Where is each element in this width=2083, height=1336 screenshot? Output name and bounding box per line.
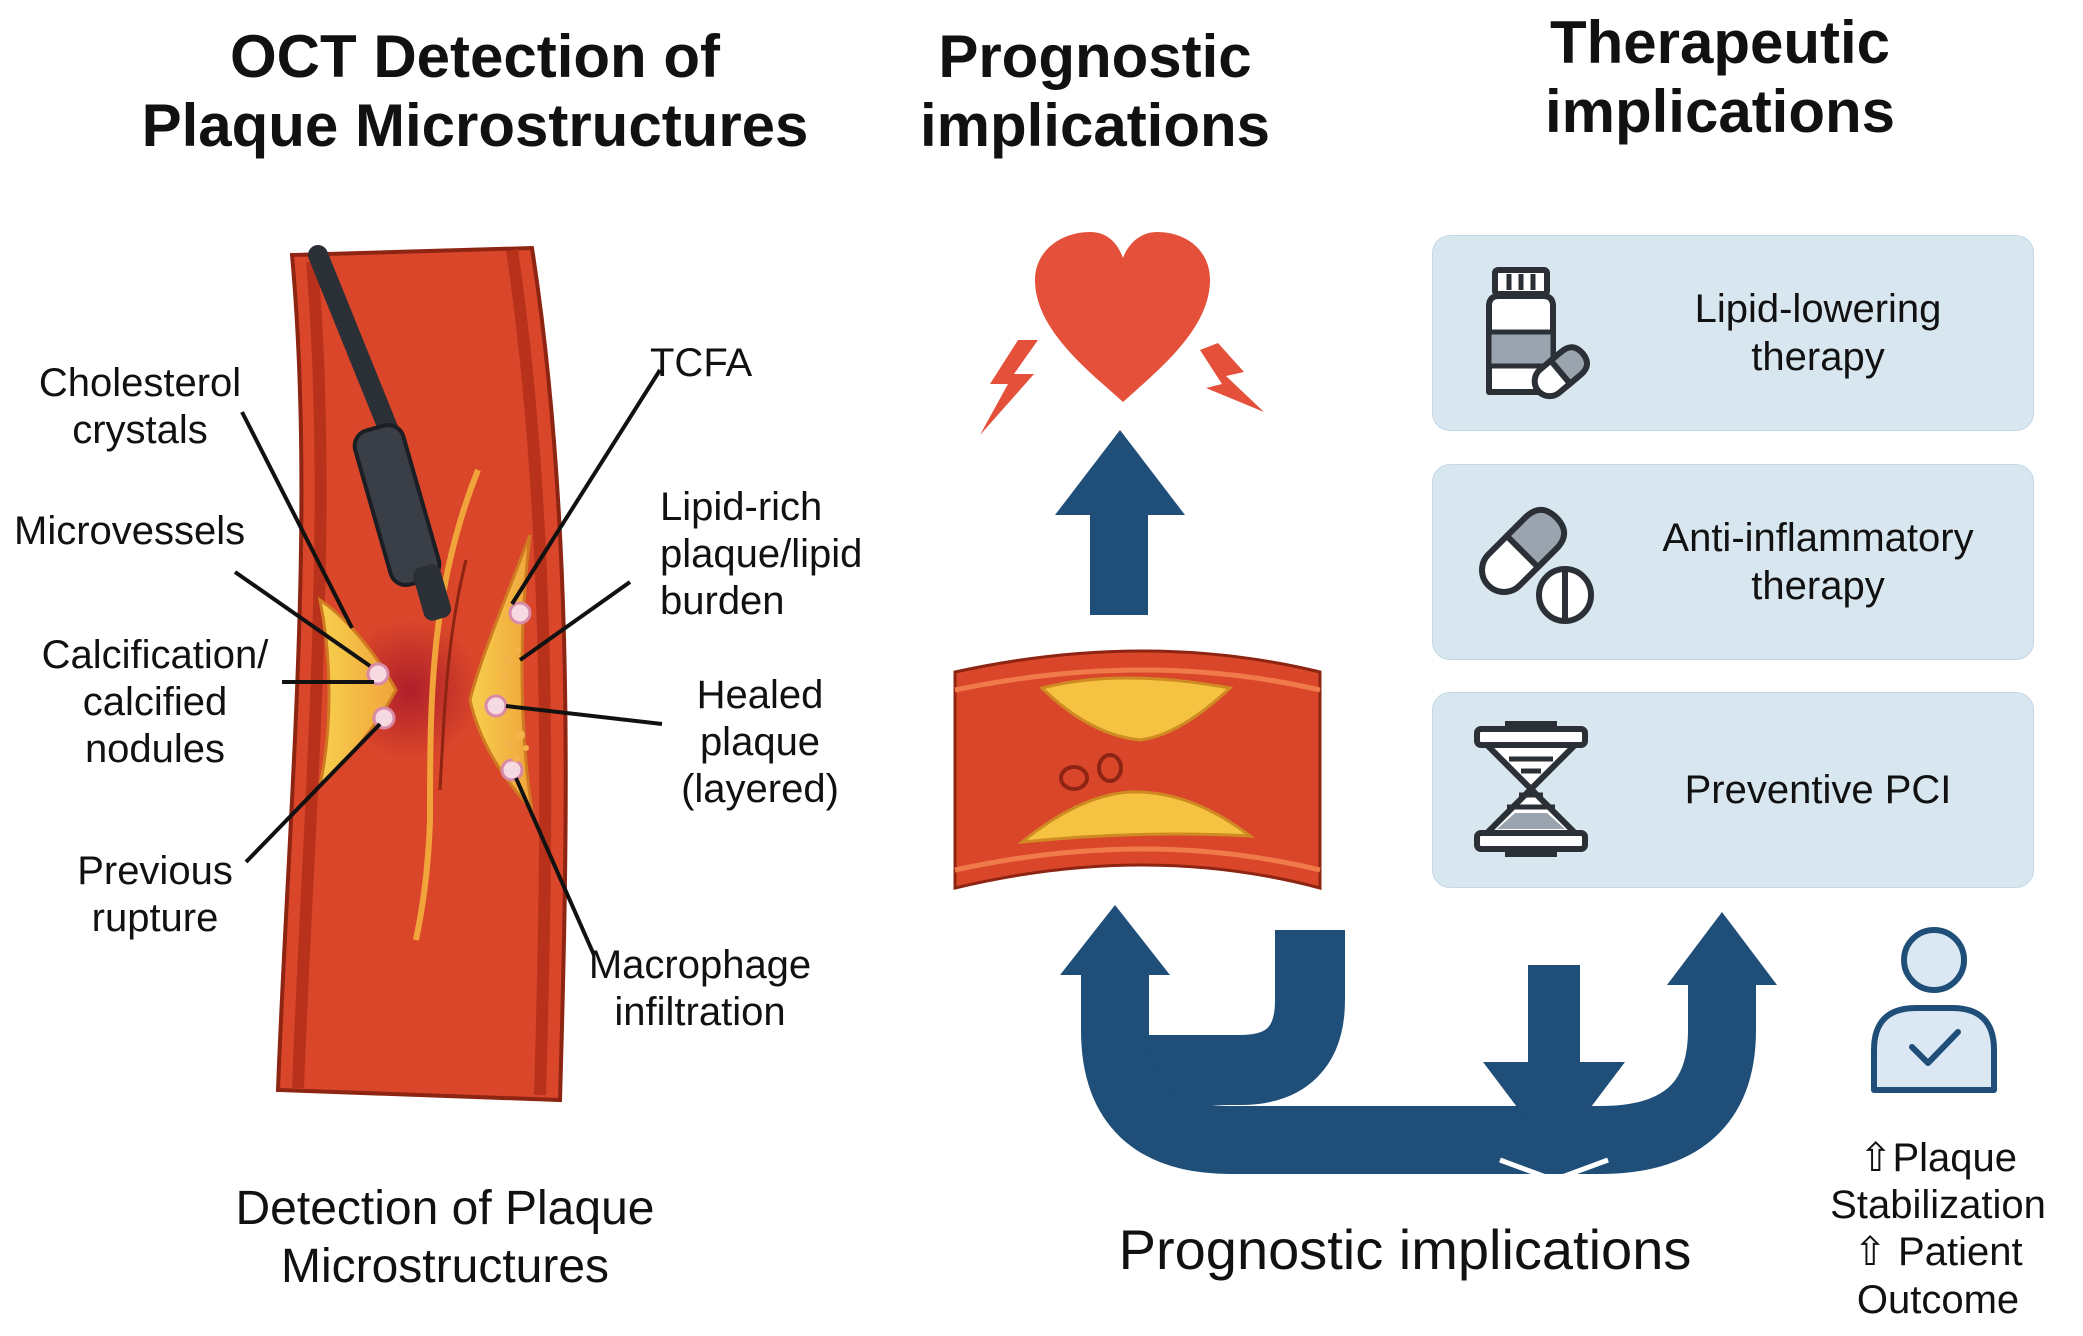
label-calcification: Calcification/ calcified nodules xyxy=(20,632,290,774)
therapy-label: Preventive PCI xyxy=(1623,693,2013,887)
artery-segment xyxy=(953,649,1322,890)
caption-line: Detection of Plaque xyxy=(235,1182,655,1235)
up-arrow-icon xyxy=(1055,430,1185,615)
caption-line: Microstructures xyxy=(280,1239,610,1293)
caption-prognostic: Prognostic implications xyxy=(1118,1218,1692,1281)
header-line: Prognostic xyxy=(938,23,1252,90)
header-line: implications xyxy=(1544,78,1896,145)
therapy-label-line: therapy xyxy=(1751,564,1885,608)
label-previous-rupture: Previous rupture xyxy=(60,848,250,942)
oct-catheter xyxy=(308,245,402,448)
header-therapeutic: Therapeutic implications xyxy=(1450,8,1990,146)
outcome-line: Stabilization xyxy=(1830,1183,2046,1228)
label-line: Previous xyxy=(77,849,233,893)
artery-illustration xyxy=(233,245,663,1103)
label-cholesterol-crystals: Cholesterol crystals xyxy=(20,360,260,454)
caption-detection: Detection of Plaque Microstructures xyxy=(150,1180,740,1295)
lipid-speckles xyxy=(501,647,529,762)
pills-icon xyxy=(1479,506,1594,624)
header-line: Therapeutic xyxy=(1549,9,1891,76)
microvessel-dot xyxy=(366,662,390,686)
label-line: plaque/lipid xyxy=(660,532,863,577)
therapy-card-preventive-pci[interactable]: Preventive PCI xyxy=(1432,692,2034,888)
heart-icon xyxy=(1035,232,1210,402)
calcification-dot xyxy=(372,706,396,730)
label-healed-plaque: Healed plaque (layered) xyxy=(660,672,860,814)
patient-check-icon xyxy=(1871,927,1997,1093)
outcome-line: ⇧Plaque xyxy=(1858,1136,2018,1180)
therapy-label: Anti-inflammatory therapy xyxy=(1623,465,2013,659)
label-line: Calcification/ xyxy=(41,633,269,677)
header-line: Plaque Microstructures xyxy=(141,92,809,159)
header-prognostic: Prognostic implications xyxy=(880,22,1310,160)
label-macrophage: Macrophage infiltration xyxy=(580,942,820,1036)
spark-right-icon xyxy=(1200,343,1264,412)
u-arrow-icon xyxy=(1060,905,1777,1174)
outcome-line: ⇧ Patient xyxy=(1853,1230,2023,1275)
label-line: infiltration xyxy=(614,990,786,1035)
leader-lines xyxy=(233,368,663,956)
label-line: nodules xyxy=(84,727,226,772)
label-line: Macrophage xyxy=(588,943,812,987)
therapy-label-line: Anti-inflammatory xyxy=(1662,516,1974,560)
header-oct-detection: OCT Detection of Plaque Microstructures xyxy=(100,22,850,160)
label-line: rupture xyxy=(91,896,219,941)
label-tcfa: TCFA xyxy=(650,340,752,387)
label-line: Cholesterol xyxy=(38,361,242,405)
macrophage-dot xyxy=(500,758,524,782)
label-line: burden xyxy=(660,579,785,624)
spark-left-icon xyxy=(980,340,1038,435)
therapy-label: Lipid-lowering therapy xyxy=(1623,236,2013,430)
medicine-bottle-icon xyxy=(1486,267,1590,400)
label-lipid-rich: Lipid-rich plaque/lipid burden xyxy=(660,484,862,626)
therapy-label-line: Preventive PCI xyxy=(1684,768,1952,812)
tcfa-dot xyxy=(508,601,532,625)
label-line: (layered) xyxy=(681,767,839,812)
outcome-line: Outcome xyxy=(1856,1277,2020,1322)
label-line: TCFA xyxy=(650,341,753,385)
label-line: Microvessels xyxy=(14,509,246,553)
label-line: Healed xyxy=(696,673,824,717)
label-line: crystals xyxy=(72,408,208,453)
therapy-label-line: therapy xyxy=(1751,335,1885,379)
header-line: OCT Detection of xyxy=(230,23,720,90)
therapy-card-lipid-lowering[interactable]: Lipid-lowering therapy xyxy=(1432,235,2034,431)
patient-outcome: ⇧Plaque Stabilization ⇧ Patient Outcome xyxy=(1818,1135,2058,1324)
stent-icon xyxy=(1474,721,1588,857)
down-arrow-icon xyxy=(1483,965,1625,1156)
label-line: plaque xyxy=(699,720,821,765)
label-line: Lipid-rich xyxy=(660,485,823,529)
healed-plaque-dot xyxy=(484,694,508,718)
label-line: calcified xyxy=(82,680,228,725)
therapy-label-line: Lipid-lowering xyxy=(1694,287,1942,331)
label-microvessels: Microvessels xyxy=(14,508,245,555)
header-line: implications xyxy=(919,92,1271,159)
therapy-card-anti-inflammatory[interactable]: Anti-inflammatory therapy xyxy=(1432,464,2034,660)
